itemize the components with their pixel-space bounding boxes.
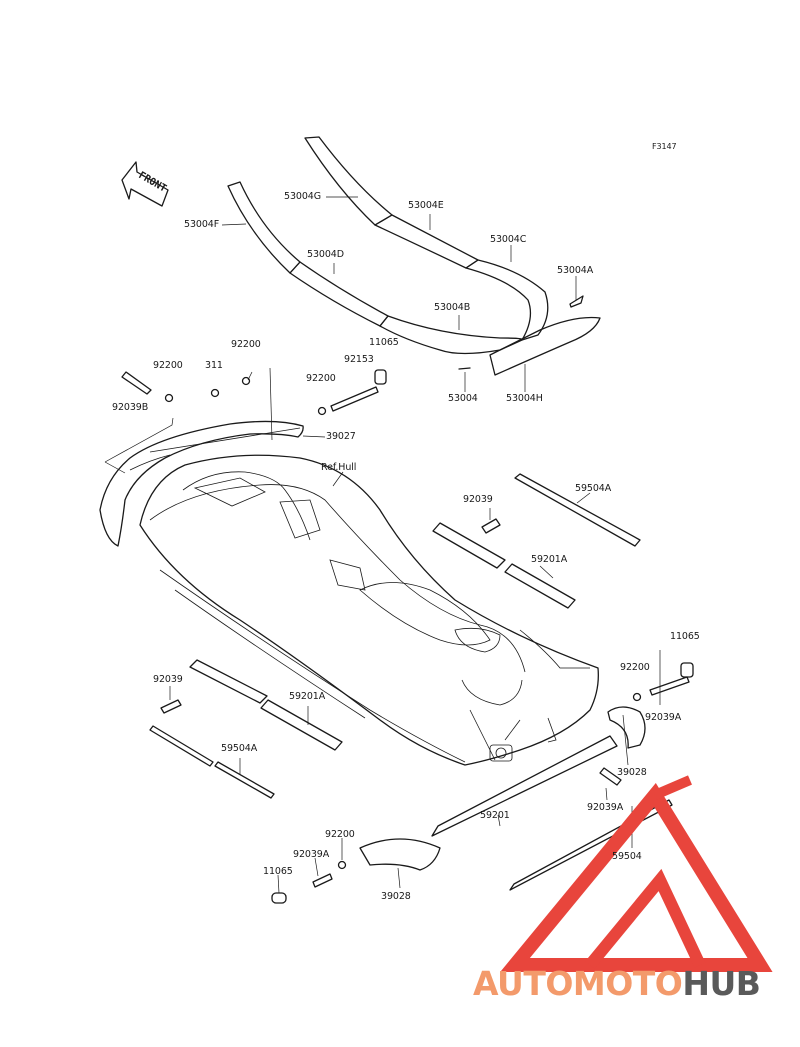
- bolt-92039-right: [481, 518, 501, 534]
- part-label-311: 311: [205, 360, 223, 371]
- sponson-59201A-left-1: [189, 659, 268, 704]
- part-label-92200-bottom: 92200: [325, 829, 355, 840]
- bolt-92039A-bottom: [599, 767, 622, 786]
- mat-53004G: [304, 136, 393, 226]
- part-label-53004H: 53004H: [506, 393, 543, 404]
- strip-59504A-right: [514, 473, 641, 547]
- bumper-39028-right: [607, 706, 646, 749]
- rear-cover-leaders: [104, 367, 326, 474]
- mat-53004A: [569, 295, 584, 308]
- part-label-11065-bottom-left: 11065: [263, 866, 293, 877]
- mat-53004E: [374, 214, 479, 269]
- part-label-92039A-right: 92039A: [645, 712, 682, 723]
- seat-mat-group: [227, 136, 601, 376]
- part-label-53004C: 53004C: [490, 234, 527, 245]
- part-label-92039A-bottom: 92039A: [587, 802, 624, 813]
- front-arrow-text: FRONT: [137, 170, 169, 195]
- part-label-59201A-left: 59201A: [289, 691, 326, 702]
- mat-53004D: [289, 261, 389, 327]
- mat-leader-lines: [221, 196, 577, 392]
- mat-53004: [458, 367, 471, 370]
- sponson-59201A-right-1: [432, 522, 506, 569]
- sponson-59201A-right-2: [504, 563, 576, 609]
- bolt-92039-left: [160, 699, 182, 714]
- ref-hull-label: Ref.Hull: [321, 462, 357, 473]
- right-rear-hardware: [607, 650, 694, 766]
- bottom-left-hardware: [271, 838, 441, 904]
- part-label-53004A: 53004A: [557, 265, 594, 276]
- part-label-59504A-left: 59504A: [221, 743, 258, 754]
- part-label-59201: 59201: [480, 810, 510, 821]
- part-label-53004F: 53004F: [184, 219, 220, 230]
- watermark-text: AUTOMOTOHUB: [473, 964, 761, 1003]
- rear-cover-39027: [99, 420, 304, 547]
- part-label-92039-left: 92039: [153, 674, 183, 685]
- part-label-39028-bottom: 39028: [381, 891, 411, 902]
- watermark-text-hub: HUB: [682, 964, 761, 1003]
- part-label-53004G: 53004G: [284, 191, 321, 202]
- bumper-39028-bottom: [359, 838, 441, 871]
- sponson-59201A-left-2: [260, 699, 343, 751]
- part-label-53004: 53004: [448, 393, 478, 404]
- part-label-92039A-bottom-left: 92039A: [293, 849, 330, 860]
- part-label-39027: 39027: [326, 431, 356, 442]
- part-label-59504: 59504: [612, 851, 642, 862]
- part-label-92200-a: 92200: [231, 339, 261, 350]
- part-label-59504A-right: 59504A: [575, 483, 612, 494]
- part-label-39028-right: 39028: [617, 767, 647, 778]
- part-label-53004D: 53004D: [307, 249, 344, 260]
- mat-53004B: [379, 315, 523, 355]
- hull-outline: [139, 454, 599, 766]
- strip-59504A-left-1: [149, 725, 214, 767]
- front-direction-arrow-icon: FRONT: [121, 161, 169, 207]
- part-label-92200-b: 92200: [153, 360, 183, 371]
- watermark-text-automoto: AUTOMOTO: [473, 964, 683, 1003]
- part-label-53004B: 53004B: [434, 302, 471, 313]
- left-side-strips: [149, 659, 343, 799]
- part-label-11065-right: 11065: [670, 631, 700, 642]
- rear-hardware: [121, 369, 387, 416]
- ref-hull-leader: [332, 471, 344, 487]
- automotohub-logo-icon: [500, 775, 773, 972]
- part-label-11065-top: 11065: [369, 337, 399, 348]
- mat-53004H: [489, 316, 601, 376]
- part-label-59201A-right: 59201A: [531, 554, 568, 565]
- mat-53004C: [465, 259, 549, 341]
- part-label-92039B: 92039B: [112, 402, 149, 413]
- right-side-strips: [432, 473, 641, 609]
- part-label-92039-right: 92039: [463, 494, 493, 505]
- part-label-92200-right: 92200: [620, 662, 650, 673]
- part-label-92200-c: 92200: [306, 373, 336, 384]
- part-label-53004E: 53004E: [408, 200, 444, 211]
- strip-59504A-left-2: [214, 761, 275, 799]
- figure-code: F3147: [652, 142, 677, 151]
- part-label-92153: 92153: [344, 354, 374, 365]
- sponson-59201: [431, 735, 618, 837]
